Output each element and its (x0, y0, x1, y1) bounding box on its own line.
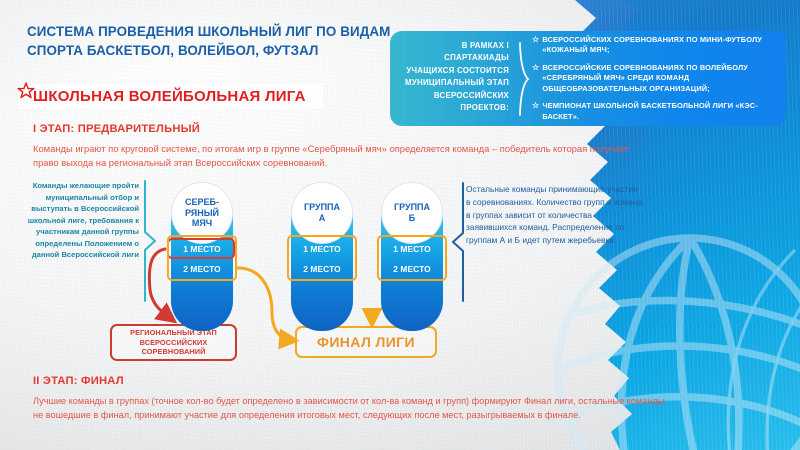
place-slot-1[interactable]: 1 МЕСТО (183, 244, 221, 254)
list-item-label: ВСЕРОССИЙСКИЕ СОРЕВНОВАНИЯХ ПО ВОЛЕЙБОЛУ… (542, 62, 749, 93)
place-slot-1[interactable]: 1 МЕСТО (393, 244, 431, 254)
info-box: В РАМКАХ I СПАРТАКИАДЫ УЧАЩИХСЯ СОСТОИТС… (390, 31, 786, 126)
group-pill-name: СЕРЕБ- РЯНЫЙ МЯЧ (184, 197, 220, 229)
stage-2-text: Лучшие команды в группах (точное кол-во … (33, 396, 667, 421)
group-pill-slots: 1 МЕСТО 2 МЕСТО (381, 239, 443, 279)
group-pill-a[interactable]: ГРУППА А 1 МЕСТО 2 МЕСТО (291, 182, 353, 331)
stage-2-heading: II ЭТАП: ФИНАЛ (33, 375, 124, 387)
list-item: ☆ ЧЕМПИОНАТ ШКОЛЬНОЙ БАСКЕТБОЛЬНОЙ ЛИГИ … (532, 101, 776, 122)
final-league-box[interactable]: ФИНАЛ ЛИГИ (295, 326, 437, 358)
list-item: ☆ ВСЕРОССИЙСКИЕ СОРЕВНОВАНИЯХ ПО ВОЛЕЙБО… (532, 63, 776, 95)
star-bullet-icon: ☆ (532, 62, 540, 72)
group-pill-label: СЕРЕБ- РЯНЫЙ МЯЧ (171, 182, 233, 244)
info-box-list: ☆ ВСЕРОССИЙСКИХ СОРЕВНОВАНИЯХ ПО МИНИ-ФУ… (530, 31, 786, 126)
list-item-label: ВСЕРОССИЙСКИХ СОРЕВНОВАНИЯХ ПО МИНИ-ФУТБ… (542, 34, 763, 55)
list-item-label: ЧЕМПИОНАТ ШКОЛЬНОЙ БАСКЕТБОЛЬНОЙ ЛИГИ «К… (542, 101, 758, 121)
place-slot-1[interactable]: 1 МЕСТО (303, 244, 341, 254)
list-item: ☆ ВСЕРОССИЙСКИХ СОРЕВНОВАНИЯХ ПО МИНИ-ФУ… (532, 35, 776, 56)
star-icon (17, 82, 35, 99)
diagram-note-right: Остальные команды принимающие участие в … (466, 184, 643, 246)
group-pill-label: ГРУППА Б (381, 182, 443, 244)
regional-stage-box[interactable]: РЕГИОНАЛЬНЫЙ ЭТАП ВСЕРОССИЙСКИХ СОРЕВНОВ… (110, 324, 237, 361)
volleyball-icon (554, 234, 800, 450)
group-pill-slots: 1 МЕСТО 2 МЕСТО (291, 239, 353, 279)
group-pill-label: ГРУППА А (291, 182, 353, 244)
league-title-band (18, 84, 323, 109)
brace-right-icon (452, 182, 464, 302)
league-title: ШКОЛЬНАЯ ВОЛЕЙБОЛЬНАЯ ЛИГА (33, 88, 306, 105)
group-pill-slots: 1 МЕСТО 2 МЕСТО (171, 239, 233, 279)
place-slot-2[interactable]: 2 МЕСТО (393, 264, 431, 274)
place-slot-2[interactable]: 2 МЕСТО (183, 264, 221, 274)
diagram-note-left: Команды желающие пройти муниципальный от… (27, 181, 139, 260)
star-bullet-icon: ☆ (532, 34, 540, 44)
info-box-brace (518, 31, 530, 126)
group-pill-name: ГРУППА А (303, 202, 341, 223)
group-pill-silver-ball[interactable]: СЕРЕБ- РЯНЫЙ МЯЧ 1 МЕСТО 2 МЕСТО (171, 182, 233, 331)
page-title: СИСТЕМА ПРОВЕДЕНИЯ ШКОЛЬНЫЙ ЛИГ ПО ВИДАМ… (27, 24, 391, 59)
place-slot-2[interactable]: 2 МЕСТО (303, 264, 341, 274)
brace-left-icon (144, 180, 156, 302)
star-bullet-icon: ☆ (532, 101, 540, 111)
group-pill-name: ГРУППА Б (393, 202, 431, 223)
group-pill-b[interactable]: ГРУППА Б 1 МЕСТО 2 МЕСТО (381, 182, 443, 331)
stage-1-heading: I ЭТАП: ПРЕДВАРИТЕЛЬНЫЙ (33, 123, 201, 135)
info-box-lead: В РАМКАХ I СПАРТАКИАДЫ УЧАЩИХСЯ СОСТОИТС… (405, 41, 509, 113)
stage-1-text: Команды играют по круговой системе, по и… (33, 143, 630, 169)
